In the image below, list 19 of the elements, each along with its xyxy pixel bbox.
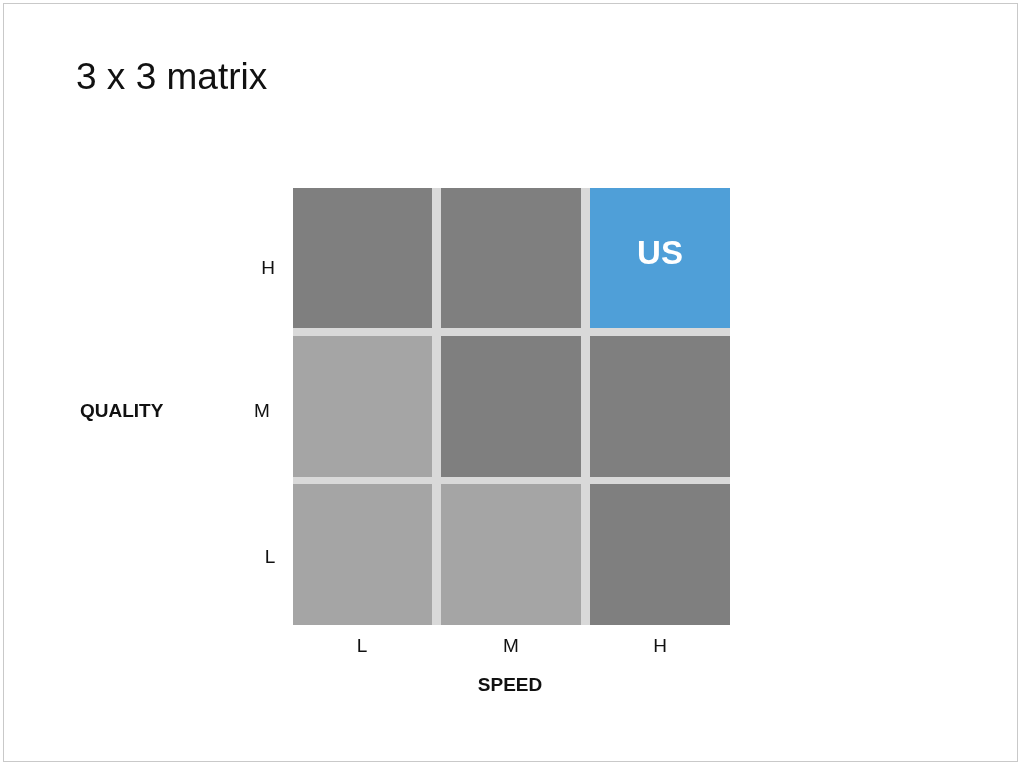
axis-tick-label: L [356, 635, 368, 657]
matrix-cell [441, 188, 581, 328]
axis-title: QUALITY [80, 400, 164, 422]
slide-title: 3 x 3 matrix [76, 55, 268, 99]
cell-label: US [637, 234, 683, 272]
axis-tick-label: M [503, 635, 519, 657]
axis-title: SPEED [477, 674, 543, 696]
matrix-cell [441, 484, 581, 625]
axis-tick-label: L [264, 546, 276, 568]
axis-tick-label: H [261, 257, 275, 279]
matrix-cell [590, 336, 730, 477]
matrix-cell [293, 484, 432, 625]
matrix-cell [293, 336, 432, 477]
axis-tick-label: M [254, 400, 270, 422]
matrix-cell [590, 188, 730, 328]
matrix-cell [590, 484, 730, 625]
matrix-cell [293, 188, 432, 328]
matrix-cell [441, 336, 581, 477]
axis-tick-label: H [653, 635, 667, 657]
